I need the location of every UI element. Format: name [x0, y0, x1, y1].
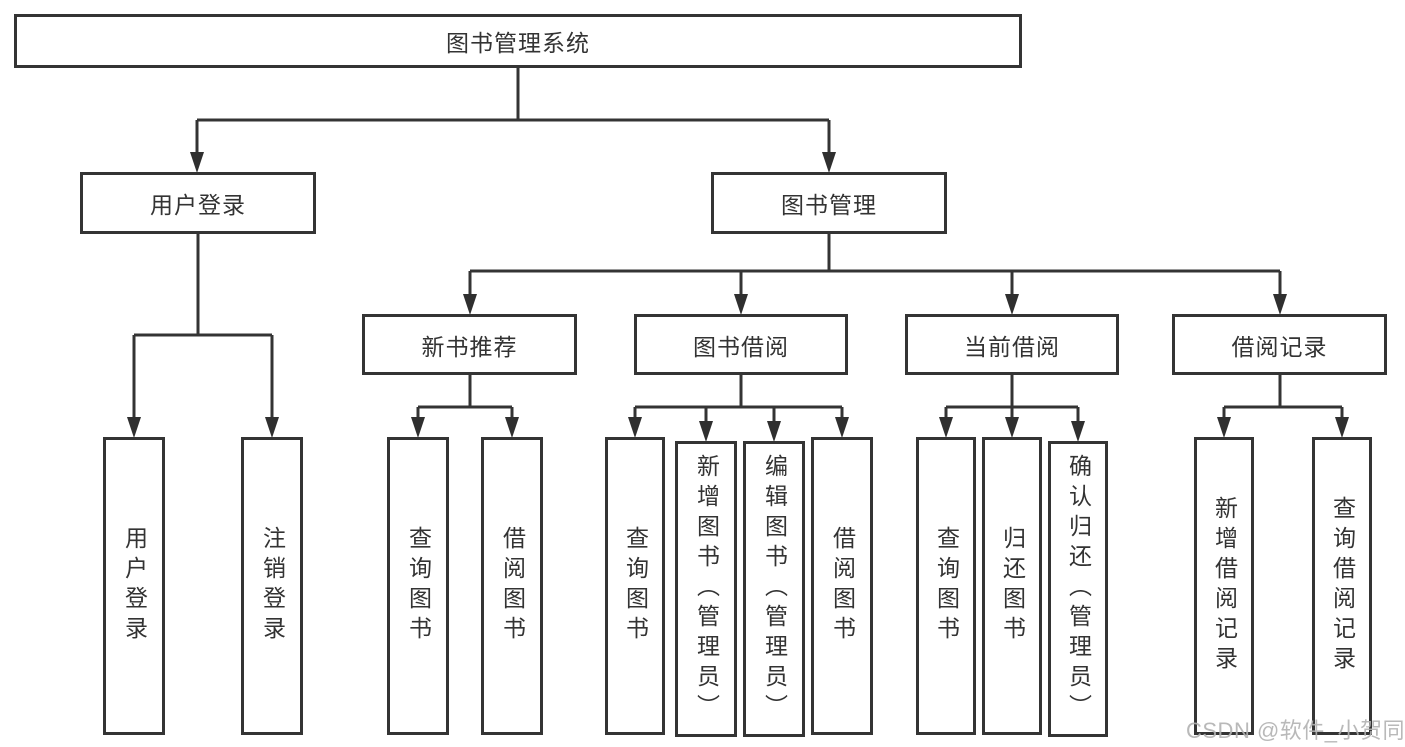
edge-newbook-to-leaves — [416, 375, 514, 418]
leaf-current-confirm-admin: 确认归还（管理员） — [1048, 441, 1108, 737]
node-book-borrowing: 图书借阅 — [634, 314, 848, 375]
leaf-logout: 注销登录 — [241, 437, 303, 735]
leaf-records-query-label: 查询借阅记录 — [1329, 496, 1356, 676]
node-new-book-recommend-label: 新书推荐 — [421, 333, 518, 360]
csdn-watermark: CSDN @软件_小贺同学 — [1186, 718, 1405, 743]
leaf-borrowing-borrow: 借阅图书 — [811, 437, 873, 735]
node-book-management-label: 图书管理 — [781, 192, 877, 218]
node-new-book-recommend: 新书推荐 — [362, 314, 577, 375]
leaf-current-return: 归还图书 — [982, 437, 1042, 735]
leaf-newbook-query-label: 查询图书 — [405, 526, 432, 646]
edge-bookmgmt-to-level3 — [468, 234, 1282, 295]
leaf-borrowing-add-admin-label: 新增图书（管理员） — [693, 454, 720, 724]
node-root: 图书管理系统 — [14, 14, 1022, 68]
node-book-management: 图书管理 — [711, 172, 947, 234]
node-book-borrowing-label: 图书借阅 — [693, 333, 789, 360]
edge-root-to-level2 — [195, 68, 831, 153]
leaf-current-return-label: 归还图书 — [999, 526, 1026, 646]
leaf-user-login: 用户登录 — [103, 437, 165, 735]
edge-borrowing-to-leaves — [633, 375, 844, 422]
node-root-label: 图书管理系统 — [446, 30, 590, 56]
leaf-current-query-label: 查询图书 — [933, 526, 960, 646]
node-user-login-label: 用户登录 — [150, 192, 246, 218]
edge-userlogin-to-leaves — [132, 234, 274, 418]
leaf-current-query: 查询图书 — [916, 437, 976, 735]
leaf-borrowing-query: 查询图书 — [605, 437, 665, 735]
leaf-logout-label: 注销登录 — [259, 526, 286, 646]
node-borrow-records-label: 借阅记录 — [1231, 333, 1328, 360]
leaf-user-login-label: 用户登录 — [121, 526, 148, 646]
arrowheads — [127, 152, 1349, 442]
leaf-newbook-query: 查询图书 — [387, 437, 449, 735]
edge-current-to-leaves — [944, 375, 1080, 422]
leaf-borrowing-query-label: 查询图书 — [622, 526, 649, 646]
node-current-borrowing-label: 当前借阅 — [964, 333, 1060, 360]
leaf-borrowing-edit-admin: 编辑图书（管理员） — [743, 441, 805, 737]
node-borrow-records: 借阅记录 — [1172, 314, 1387, 375]
leaf-borrowing-borrow-label: 借阅图书 — [829, 526, 856, 646]
leaf-records-query: 查询借阅记录 — [1312, 437, 1372, 735]
edge-records-to-leaves — [1222, 375, 1344, 418]
node-current-borrowing: 当前借阅 — [905, 314, 1119, 375]
leaf-newbook-borrow-label: 借阅图书 — [499, 526, 526, 646]
leaf-newbook-borrow: 借阅图书 — [481, 437, 543, 735]
leaf-records-add-label: 新增借阅记录 — [1211, 496, 1238, 676]
leaf-borrowing-edit-admin-label: 编辑图书（管理员） — [761, 454, 788, 724]
leaf-current-confirm-admin-label: 确认归还（管理员） — [1065, 454, 1092, 724]
leaf-borrowing-add-admin: 新增图书（管理员） — [675, 441, 737, 737]
node-user-login: 用户登录 — [80, 172, 316, 234]
leaf-records-add: 新增借阅记录 — [1194, 437, 1254, 735]
